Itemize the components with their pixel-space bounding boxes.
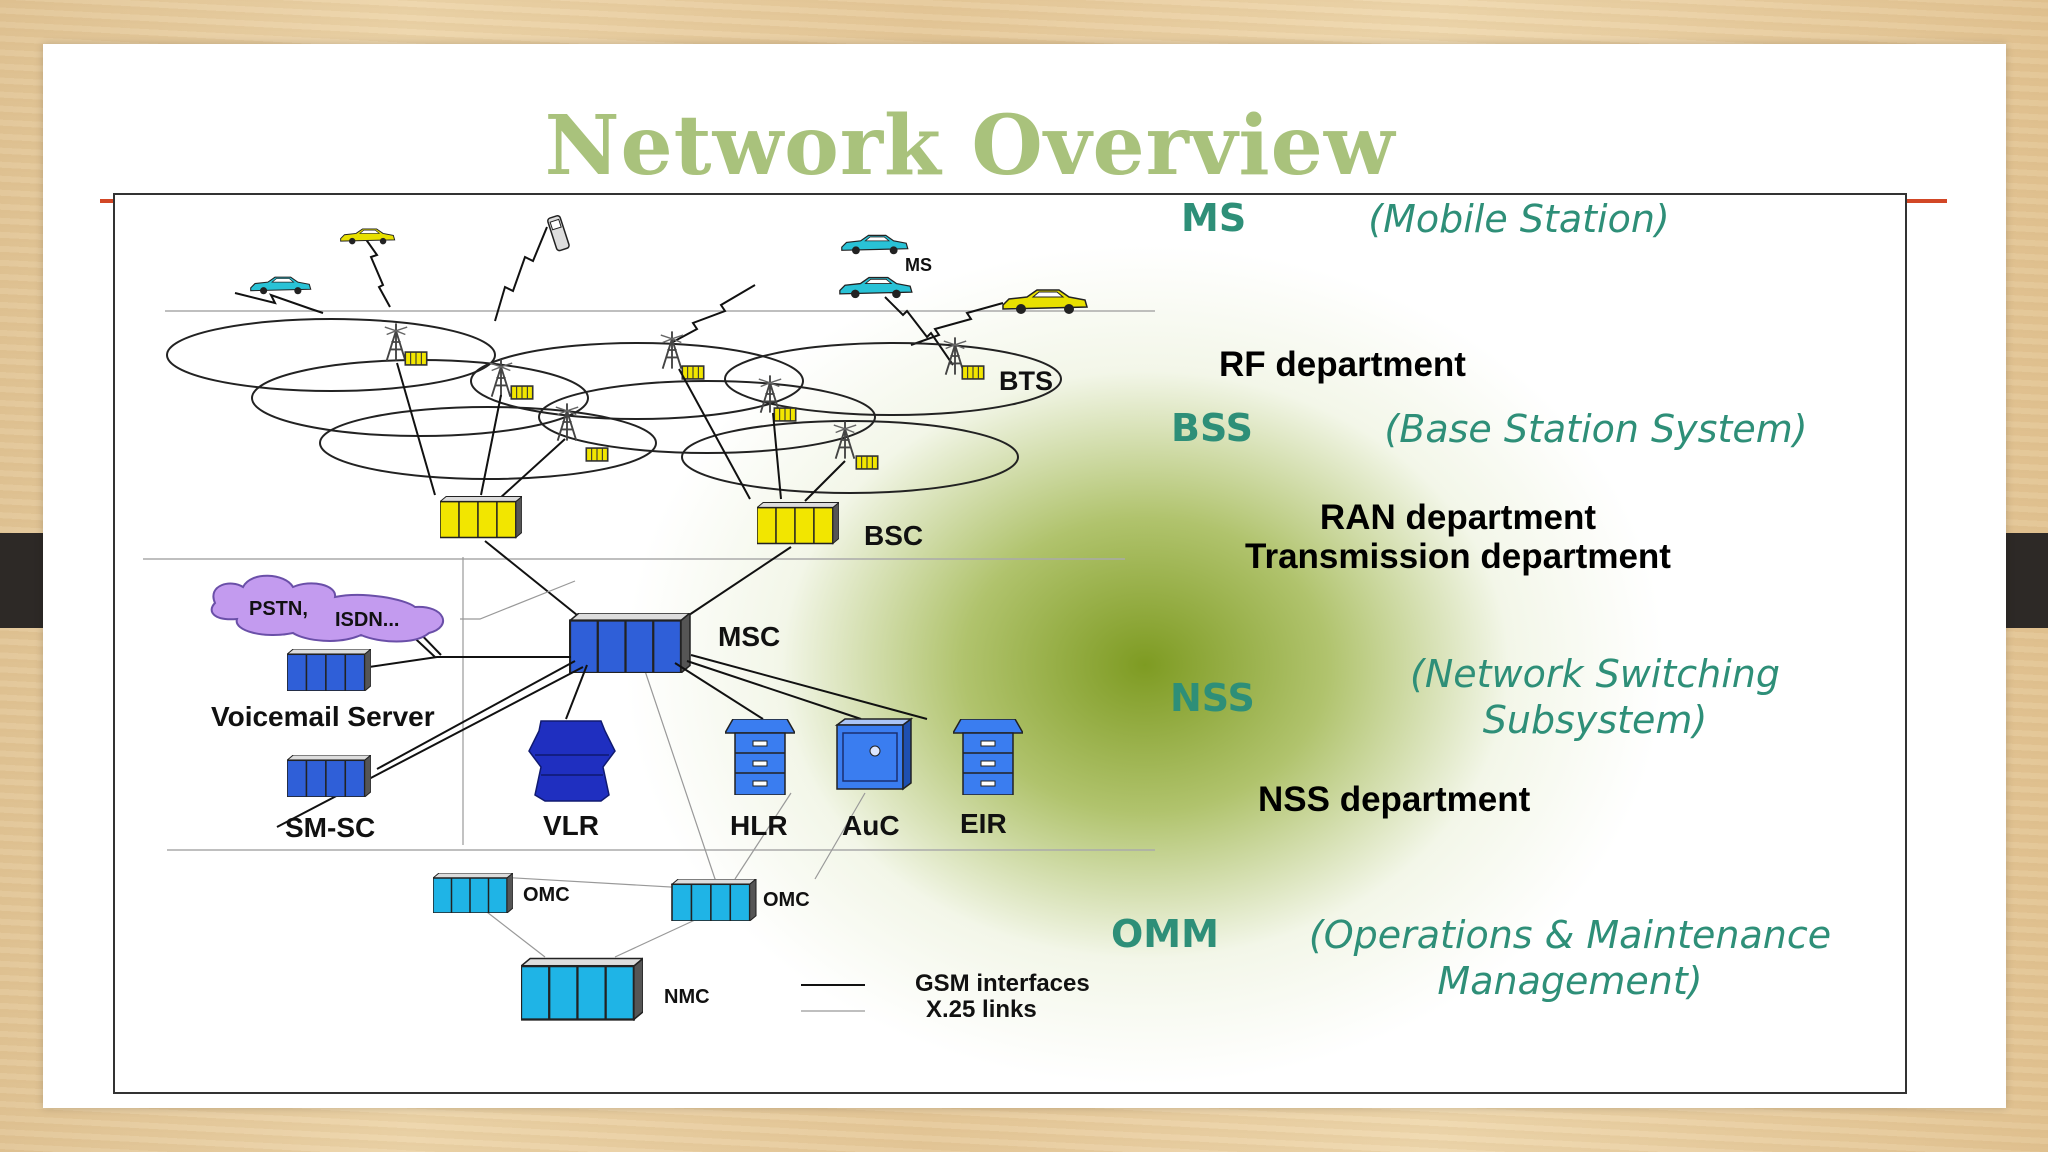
mobile-stations: [249, 215, 1088, 315]
limo-icon: [249, 276, 312, 295]
bsc-cabinet-2: [757, 501, 839, 545]
auc-label: AuC: [842, 810, 900, 841]
isdn-label: ISDN...: [335, 609, 399, 631]
bss-abbr: BSS: [1171, 406, 1253, 450]
network-diagram-frame: MS BTS BSC MSC: [113, 193, 1907, 1094]
ran-department: RAN department: [1319, 498, 1597, 537]
rf-department: RF department: [1219, 345, 1466, 384]
eir-database: [953, 719, 1023, 795]
handset-icon: [547, 215, 570, 252]
nss-department: NSS department: [1258, 780, 1531, 819]
bsc-cabinet-1: [440, 495, 522, 539]
vlr-label: VLR: [543, 810, 599, 841]
omc-cabinet-2: [671, 879, 757, 921]
abis-links: [396, 362, 846, 502]
omc2-label: OMC: [763, 889, 810, 911]
omc1-label: OMC: [523, 884, 570, 906]
right-edge-bar: [2006, 533, 2048, 628]
bsc-label: BSC: [864, 520, 923, 551]
ms-full-name: (Mobile Station): [1368, 197, 1670, 241]
omm-full-line-1: (Operations & Maintenance: [1308, 913, 1832, 957]
auc-safe: [834, 717, 914, 791]
msc-cabinet: [569, 613, 691, 673]
a-links: [484, 540, 792, 616]
eir-label: EIR: [960, 808, 1007, 839]
bss-full-name: (Base Station System): [1384, 407, 1808, 451]
network-diagram: MS BTS BSC MSC: [143, 215, 1155, 1023]
smsc-label: SM-SC: [285, 812, 375, 843]
omm-abbr: OMM: [1111, 912, 1219, 956]
bts-cells: [166, 318, 1062, 494]
omm-full-name: (Operations & Maintenance Management): [1300, 912, 1840, 1004]
ms-label: MS: [905, 255, 932, 275]
nss-full-line-1: (Network Switching: [1410, 652, 1780, 696]
pstn-isdn-cloud: [210, 574, 444, 643]
omc-cabinet-1: [433, 873, 513, 913]
nss-full-line-2: Subsystem): [1482, 698, 1708, 742]
legend-x25-label: X.25 links: [926, 996, 1037, 1023]
bts-label: BTS: [999, 366, 1053, 396]
hlr-label: HLR: [730, 810, 788, 841]
legend-gsm-label: GSM interfaces: [915, 970, 1090, 997]
hlr-database: [725, 719, 795, 795]
title-accent-line-right: [1903, 199, 1947, 203]
vlr-database: [528, 720, 616, 802]
nss-abbr: NSS: [1170, 676, 1255, 720]
car-icon: [841, 234, 909, 255]
smsc-cabinet: [287, 755, 371, 797]
bss-departments: RAN department Transmission department: [1233, 498, 1683, 576]
omm-full-line-2: Management): [1437, 959, 1703, 1003]
voicemail-label: Voicemail Server: [211, 701, 435, 732]
radio-links: [234, 226, 1004, 366]
car-icon: [839, 276, 913, 299]
voicemail-server-cabinet: [287, 649, 371, 691]
msc-links: [276, 624, 928, 828]
nmc-cabinet: [521, 957, 643, 1021]
slide-title: Network Overview: [544, 98, 1396, 194]
nss-full-name: (Network Switching Subsystem): [1380, 651, 1810, 743]
ms-abbr: MS: [1181, 196, 1247, 240]
left-edge-bar: [0, 533, 44, 628]
title-accent-line-left: [100, 199, 116, 203]
nmc-label: NMC: [664, 986, 710, 1008]
pstn-label: PSTN,: [249, 598, 308, 620]
msc-label: MSC: [718, 621, 780, 652]
transmission-department: Transmission department: [1245, 537, 1671, 576]
